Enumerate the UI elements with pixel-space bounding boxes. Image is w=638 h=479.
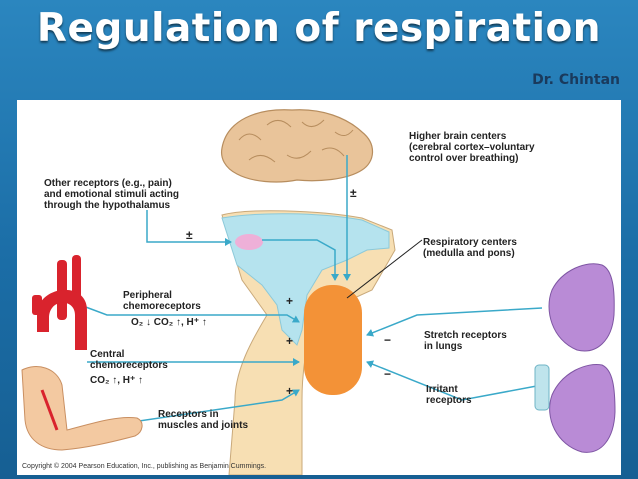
lung-bottom <box>549 363 616 453</box>
author-name: Dr. Chintan <box>532 72 620 88</box>
label-central: Central chemoreceptors <box>90 349 168 371</box>
sign-peripheral: + <box>286 294 294 308</box>
irritant-arrow <box>366 360 543 401</box>
arm <box>21 366 143 451</box>
stretch-arrow <box>366 307 543 337</box>
label-central-stimuli: CO₂ ↑, H⁺ ↑ <box>90 375 144 386</box>
respiratory-centers <box>304 285 362 395</box>
sign-higher-brain: ± <box>350 186 357 200</box>
label-irritant: Irritant receptors <box>426 384 472 406</box>
slide-title: Regulation of respiration <box>36 6 602 51</box>
sign-stretch: − <box>384 333 392 347</box>
hypothalamus-to-center-arrow <box>262 239 339 281</box>
sign-central: + <box>286 334 294 348</box>
sign-muscles: + <box>286 384 294 398</box>
label-peripheral: Peripheral chemoreceptors <box>123 290 201 312</box>
lung-top <box>548 263 615 352</box>
label-muscles: Receptors in muscles and joints <box>158 409 249 431</box>
muscles-arrow <box>111 389 300 426</box>
trachea <box>534 364 550 411</box>
peripheral-arrow <box>66 299 300 323</box>
copyright-notice: Copyright © 2004 Pearson Education, Inc.… <box>22 463 267 470</box>
sign-irritant: − <box>384 367 392 381</box>
aortic-arch <box>32 255 87 350</box>
respiration-diagram <box>21 109 616 475</box>
label-respiratory-centers: Respiratory centers (medulla and pons) <box>423 237 517 259</box>
brain <box>220 109 374 183</box>
label-peripheral-stimuli: O₂ ↓ CO₂ ↑, H⁺ ↑ <box>131 317 207 328</box>
hypothalamus <box>235 234 263 250</box>
hypothalamus-arrow <box>146 210 232 246</box>
sign-hypothalamus: ± <box>186 228 193 242</box>
label-higher-brain: Higher brain centers (cerebral cortex–vo… <box>409 131 535 164</box>
label-other-receptors: Other receptors (e.g., pain) and emotion… <box>44 178 180 211</box>
label-stretch: Stretch receptors in lungs <box>424 330 507 352</box>
